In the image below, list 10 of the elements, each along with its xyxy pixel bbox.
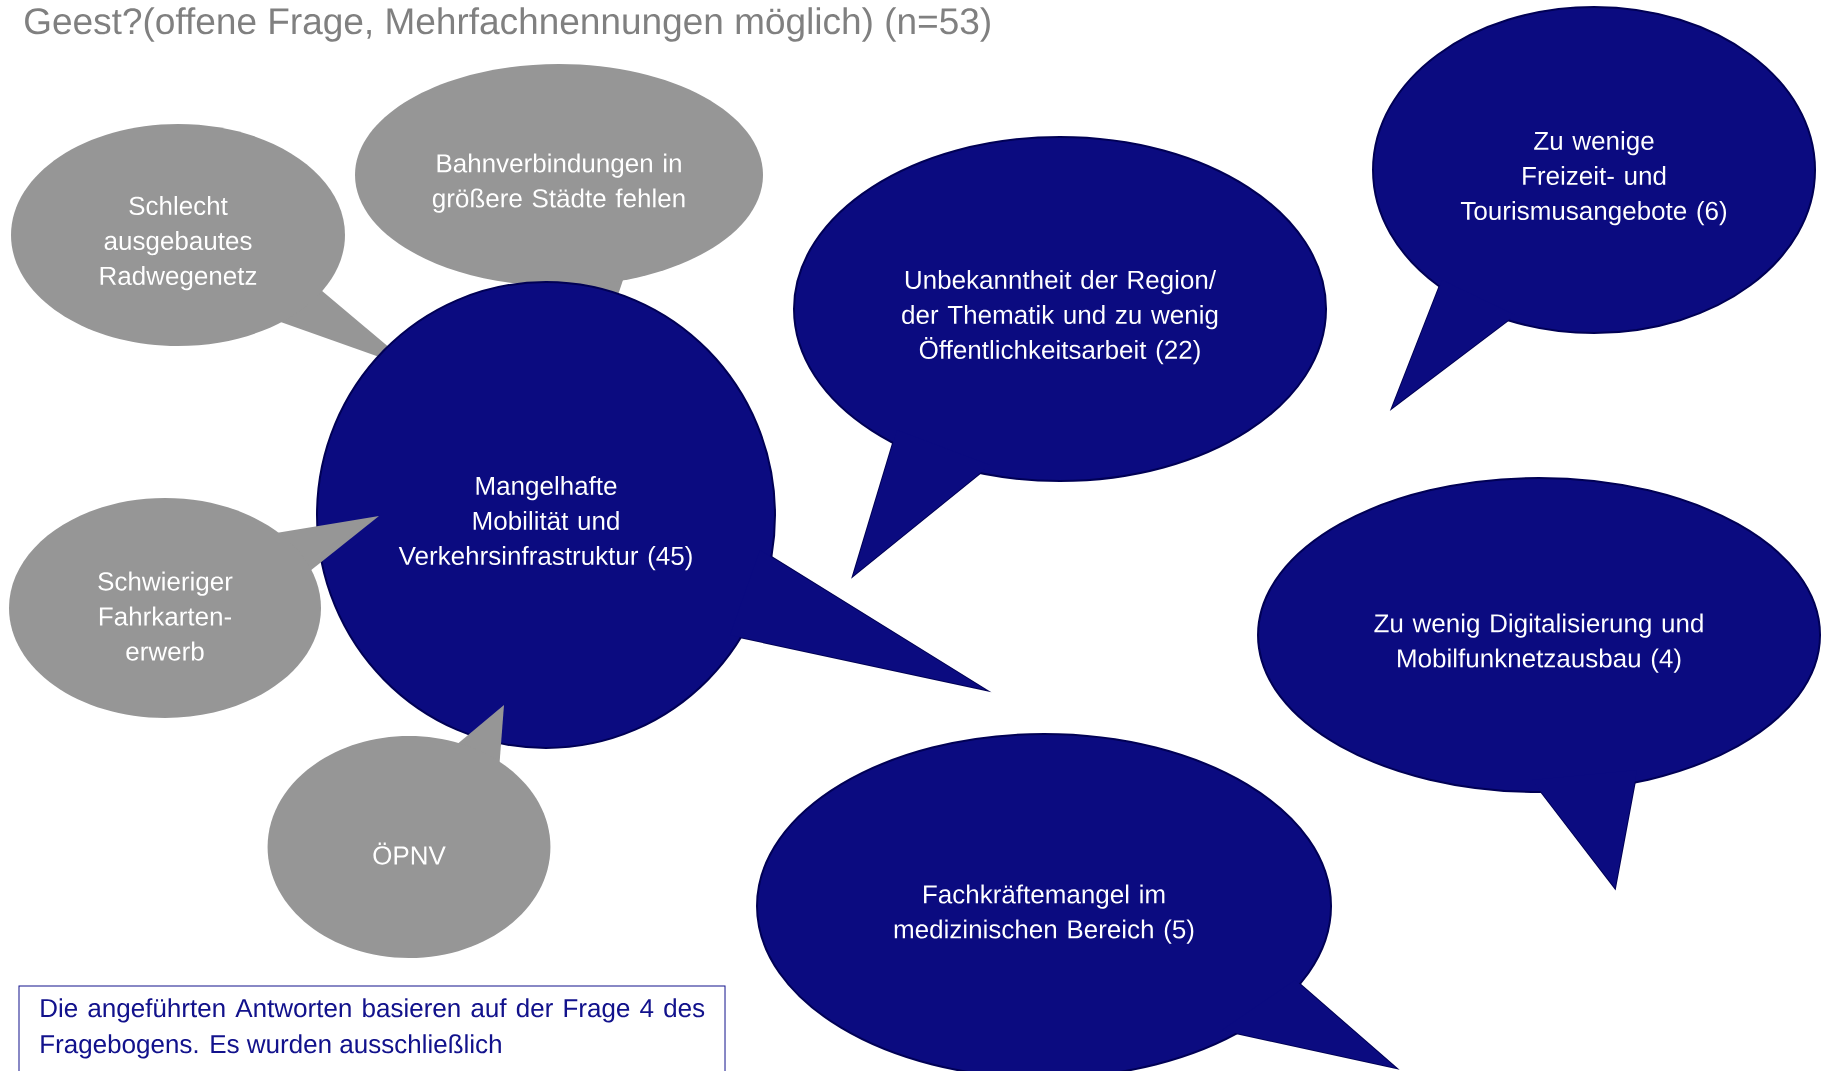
note-box: Die angeführten Antworten basieren auf der Frage 4 des Fragebogens. Es wurden ausschließlich [18, 985, 726, 1071]
title: Geest?(offene Frage, Mehrfachnennungen möglich) (n=53) [25, 7, 990, 42]
speech-bubble: Bahnverbindungen in größere Städte fehlen [355, 64, 763, 340]
speech-bubble: Schwieriger Fahrkarten-erwerb [9, 498, 379, 718]
speech-bubble: Fachkräftemangel im medizinischen Bereich (5) [756, 733, 1400, 1071]
speech-bubble: ÖPNV [267, 705, 551, 958]
speech-bubble: Zu wenige Freizeit- und Tourismusangebote (6) [1372, 6, 1816, 411]
speech-bubble: Schlecht ausgebautes Radwegenetz [11, 124, 416, 370]
speech-bubble: Zu wenig Digitalisierung und Mobilfunknetzausbau (4) [1257, 477, 1821, 891]
speech-bubble: Unbekanntheit der Region/ der Thematik und zu wenig Öffentlichkeitsarbeit (22) [793, 136, 1327, 579]
